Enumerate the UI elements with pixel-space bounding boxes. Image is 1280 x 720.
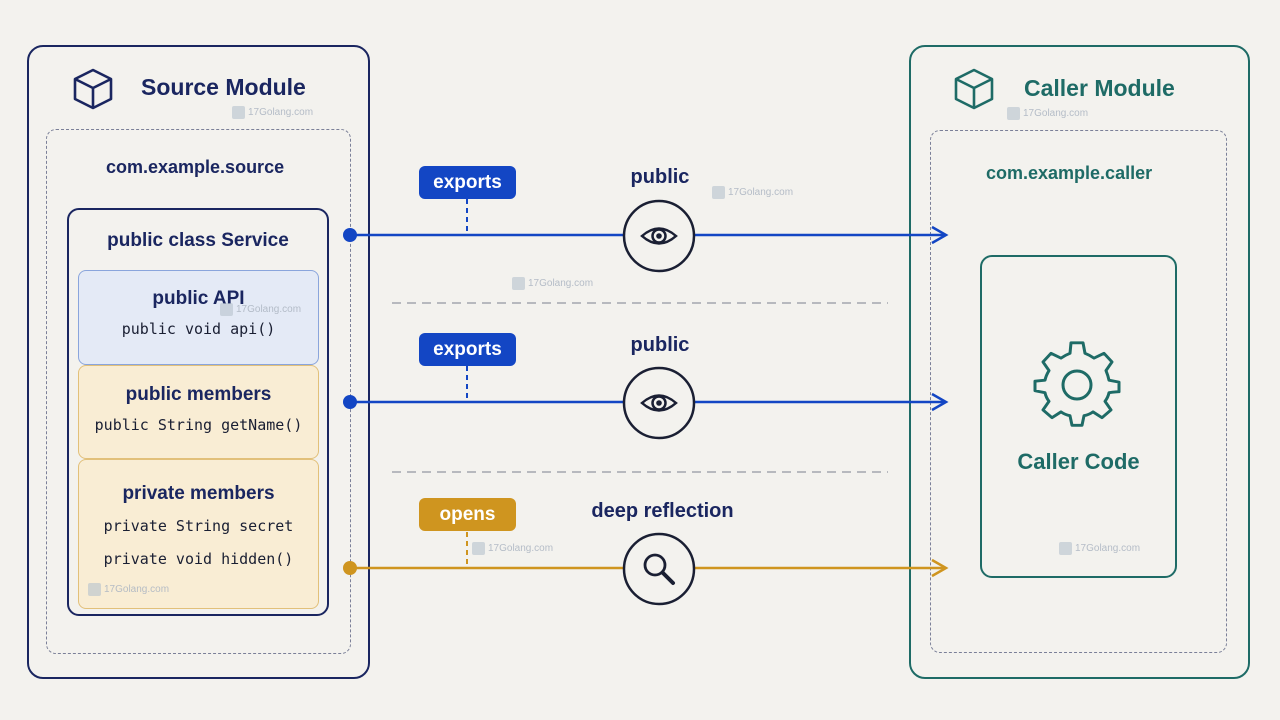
caller-package-name: com.example.caller [986, 163, 1153, 183]
edge-3-label: deep reflection [591, 500, 734, 522]
caller-code-label: Caller Code [1017, 449, 1140, 474]
gear-icon [1033, 341, 1121, 427]
magnifier-icon [622, 532, 696, 606]
public-members-code: public String getName() [94, 416, 303, 434]
private-members-title: private members [122, 483, 275, 504]
public-api-code: public void api() [121, 320, 276, 338]
watermark-logo-icon [1007, 107, 1020, 120]
watermark-logo-icon [472, 542, 485, 555]
watermark: 17Golang.com [1007, 107, 1088, 120]
caller-module [909, 45, 1250, 679]
source-module [27, 45, 370, 679]
source-package-box [46, 129, 351, 654]
private-members-box: private members private String secret pr… [78, 459, 319, 609]
watermark-logo-icon [512, 277, 525, 290]
service-class-box [67, 208, 329, 616]
edge-1-label: public [630, 166, 690, 188]
private-members-code-1: private String secret [103, 517, 294, 535]
source-package-name: com.example.source [106, 157, 285, 177]
public-members-box: public members public String getName() [78, 365, 319, 459]
watermark-logo-icon [220, 303, 233, 316]
service-class-title: public class Service [107, 230, 289, 251]
edge-3-tag: opens [419, 498, 516, 531]
watermark-logo-icon [232, 106, 245, 119]
eye-icon [622, 366, 696, 440]
watermark: 17Golang.com [472, 542, 553, 555]
caller-module-title: Caller Module [1024, 75, 1175, 101]
watermark: 17Golang.com [220, 303, 301, 316]
edge-2-tag: exports [419, 333, 516, 366]
private-members-code-2: private void hidden() [103, 550, 294, 568]
watermark-logo-icon [712, 186, 725, 199]
edge-2-label: public [630, 334, 690, 356]
watermark: 17Golang.com [512, 277, 593, 290]
watermark-logo-icon [88, 583, 101, 596]
edge-1-tag: exports [419, 166, 516, 199]
watermark: 17Golang.com [1059, 542, 1140, 555]
watermark: 17Golang.com [88, 583, 169, 596]
cube-icon [73, 68, 113, 110]
watermark: 17Golang.com [712, 186, 793, 199]
watermark: 17Golang.com [232, 106, 313, 119]
watermark-logo-icon [1059, 542, 1072, 555]
caller-package-box [930, 130, 1227, 653]
cube-icon [954, 68, 994, 110]
eye-icon [622, 199, 696, 273]
public-members-title: public members [125, 384, 272, 405]
public-api-box: public API public void api() [78, 270, 319, 365]
caller-code-box [980, 255, 1177, 578]
source-module-title: Source Module [141, 74, 306, 100]
